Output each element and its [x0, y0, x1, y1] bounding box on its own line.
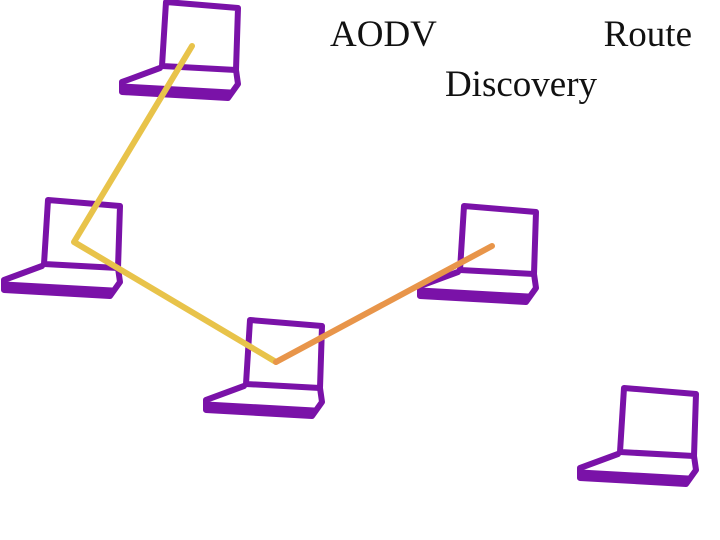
- title-word-discovery: Discovery: [444, 64, 598, 105]
- title-line-1: AODV Route: [330, 10, 692, 60]
- route-reply-path: [273, 243, 495, 365]
- route-request-path: [71, 43, 279, 365]
- laptop-icon: [580, 388, 696, 484]
- title-word-aodv: AODV: [330, 14, 437, 55]
- laptop-icon: [206, 320, 322, 416]
- slide-title: AODV Route Discovery: [330, 10, 692, 110]
- title-line-2: Discovery: [350, 60, 692, 110]
- laptop-icon: [122, 2, 238, 98]
- laptop-icon: [4, 200, 120, 296]
- title-word-route: Route: [603, 14, 692, 55]
